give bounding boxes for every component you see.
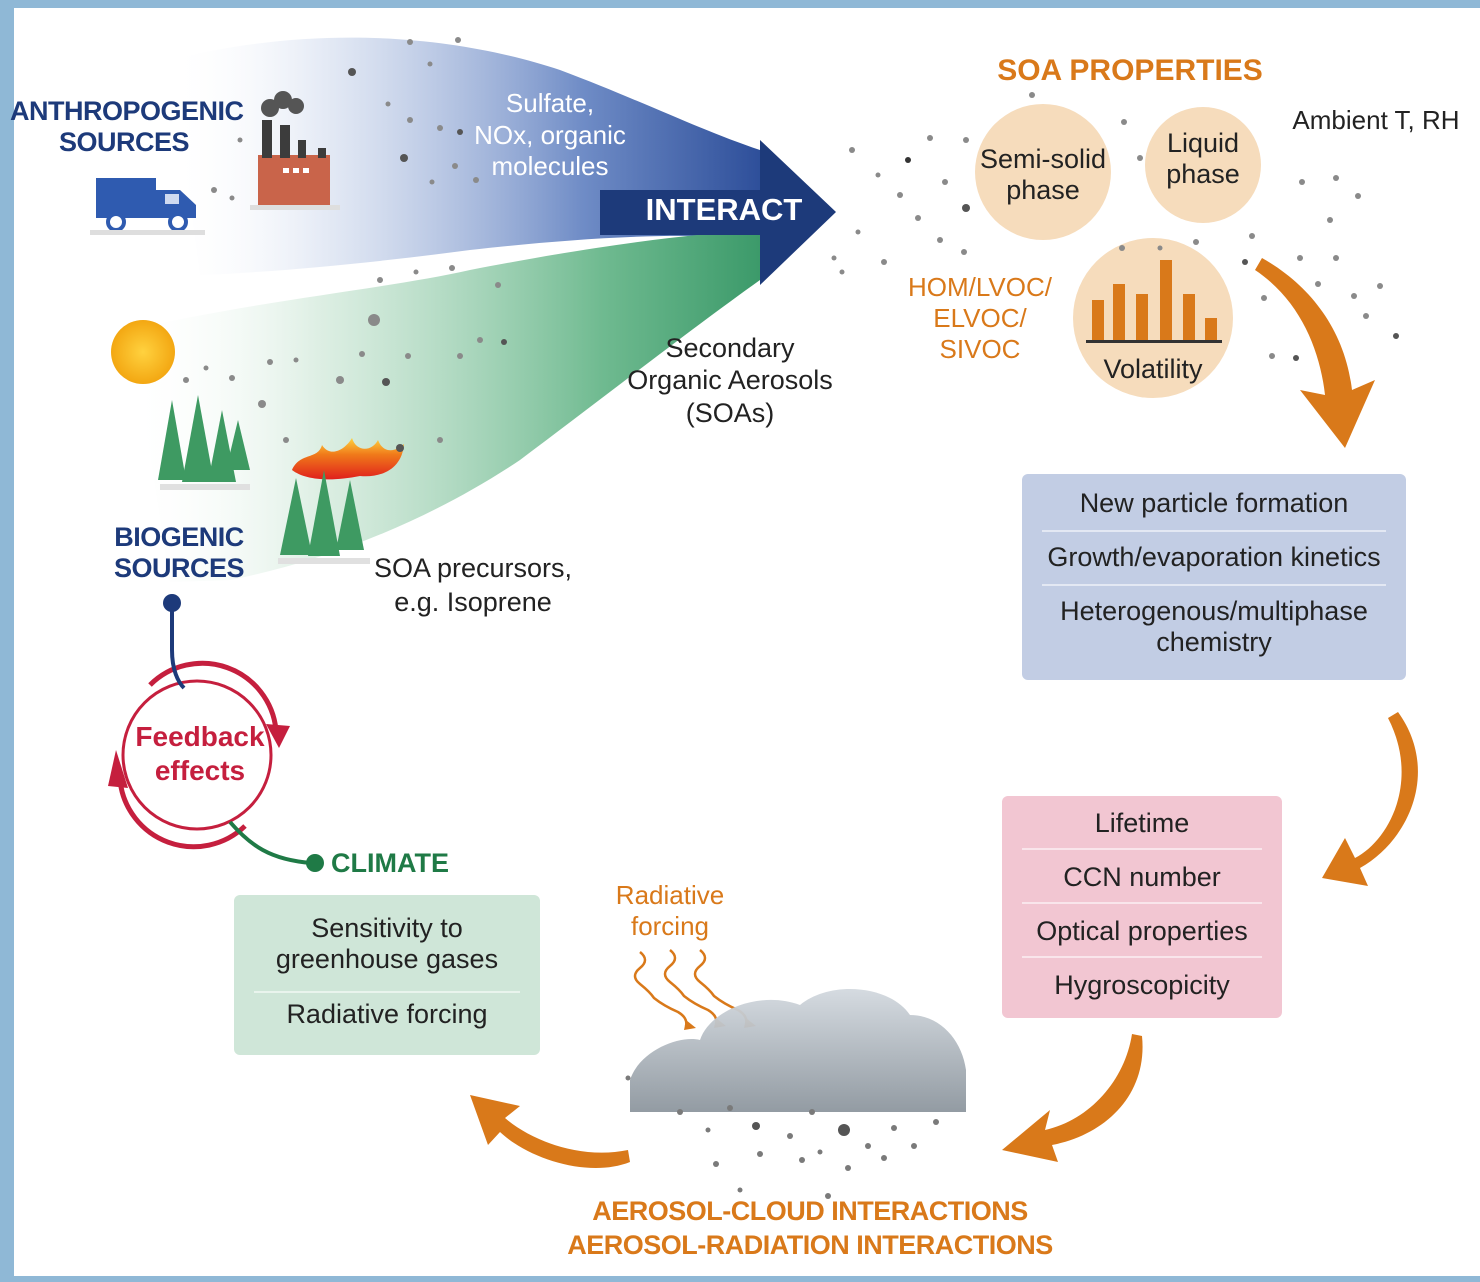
climate-title: CLIMATE xyxy=(331,848,449,878)
properties-item: Lifetime xyxy=(1094,808,1190,838)
properties-item: Hygroscopicity xyxy=(1054,970,1230,1000)
burning-forest-icon xyxy=(278,470,370,564)
properties-box: Lifetime CCN number Optical properties H… xyxy=(1002,796,1282,1018)
fire-icon xyxy=(292,438,404,480)
climate-item: Sensitivity to greenhouse gases xyxy=(275,913,499,975)
semi-solid-label: Semi-solid phase xyxy=(979,144,1107,206)
soa-label: Secondary Organic Aerosols (SOAs) xyxy=(627,333,833,428)
ambient-label: Ambient T, RH xyxy=(1292,105,1460,135)
interact-label: INTERACT xyxy=(645,192,803,227)
processes-divider xyxy=(1042,584,1386,586)
liquid-circle xyxy=(1145,107,1261,223)
climate-item: Radiative forcing xyxy=(286,999,488,1029)
properties-divider xyxy=(1022,902,1262,904)
climate-box: Sensitivity to greenhouse gases Radiativ… xyxy=(234,895,540,1055)
climate-divider xyxy=(254,991,520,993)
processes-divider xyxy=(1042,530,1386,532)
arrow-properties-to-interactions xyxy=(1002,1034,1143,1162)
processes-box: New particle formation Growth/evaporatio… xyxy=(1022,474,1406,680)
connector-to-biogenic xyxy=(170,606,186,690)
liquid-label: Liquid phase xyxy=(1166,128,1240,190)
aerosol-cloud-label: AEROSOL-CLOUD INTERACTIONS xyxy=(592,1196,1028,1226)
biogenic-plume xyxy=(130,230,760,582)
biogenic-connector-dot xyxy=(163,594,181,612)
processes-item: Heterogenous/multiphase chemistry xyxy=(1060,596,1368,658)
feedback-arrowhead-top xyxy=(266,724,290,748)
biogenic-sources-label: BIOGENIC SOURCES xyxy=(113,522,245,584)
processes-item: New particle formation xyxy=(1079,488,1349,518)
feedback-label: Feedback effects xyxy=(135,721,265,786)
properties-item: CCN number xyxy=(1063,862,1221,892)
anthro-emissions-label: Sulfate, NOx, organic molecules xyxy=(474,88,626,182)
feedback-ring xyxy=(121,679,273,831)
properties-divider xyxy=(1022,956,1262,958)
particle-dots xyxy=(183,37,1399,452)
processes-item: Growth/evaporation kinetics xyxy=(1047,542,1381,572)
interact-arrow xyxy=(600,140,836,285)
feedback-arrow-bottom xyxy=(117,779,247,850)
cloud-icon xyxy=(630,988,966,1112)
feedback-arrowhead-bottom xyxy=(108,750,128,788)
volatility-label: Volatility xyxy=(1103,354,1203,384)
anthropogenic-sources-label: ANTHROPOGENIC SOURCES xyxy=(10,96,244,158)
cloud-particle-dots xyxy=(625,1075,939,1199)
factory-icon xyxy=(250,91,340,210)
forest-icon xyxy=(158,395,250,490)
radiative-forcing-label: Radiative forcing xyxy=(615,880,725,942)
properties-divider xyxy=(1022,848,1262,850)
sun-icon xyxy=(111,320,175,384)
arrow-processes-to-properties xyxy=(1322,712,1418,886)
volatility-circle xyxy=(1073,238,1233,398)
arrow-soa-to-processes xyxy=(1255,258,1375,448)
semi-solid-circle xyxy=(975,104,1111,240)
arrow-interactions-to-climate xyxy=(470,1095,630,1169)
connector-to-climate xyxy=(228,820,313,865)
climate-connector-dot xyxy=(306,854,324,872)
aerosol-radiation-label: AEROSOL-RADIATION INTERACTIONS xyxy=(567,1230,1053,1260)
truck-icon xyxy=(90,178,205,235)
volatility-bars-icon xyxy=(1086,260,1222,343)
biogenic-precursors-label: SOA precursors, e.g. Isoprene xyxy=(373,553,573,617)
feedback-arrow-top xyxy=(148,660,279,731)
properties-item: Optical properties xyxy=(1036,916,1248,946)
soa-properties-title: SOA PROPERTIES xyxy=(997,54,1263,87)
voc-classes-label: HOM/LVOC/ ELVOC/ SIVOC xyxy=(908,272,1052,365)
